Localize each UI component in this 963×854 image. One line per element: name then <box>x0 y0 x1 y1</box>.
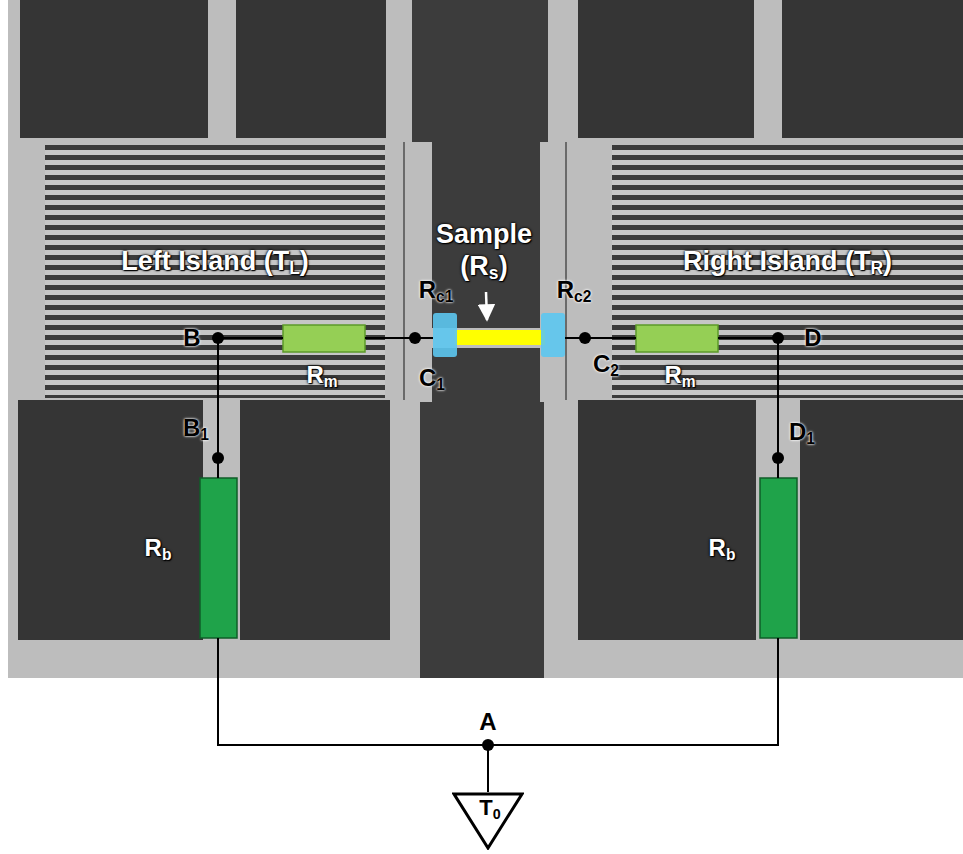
circuit-label: Rb <box>709 534 736 563</box>
circuit-label: D1 <box>789 418 815 447</box>
etch-pit <box>578 400 756 640</box>
island-region: Left Island (TL) <box>45 145 385 398</box>
subscript: 1 <box>806 429 815 446</box>
wire <box>487 745 489 792</box>
junction-dot <box>212 332 224 344</box>
subscript: 0 <box>493 806 501 822</box>
text-run: C <box>593 350 610 377</box>
etch-pit <box>20 0 208 138</box>
circuit-label: B <box>183 324 200 353</box>
sample-wire <box>455 330 545 345</box>
circuit-label: D <box>804 324 821 353</box>
circuit-label: C2 <box>593 350 619 379</box>
subscript: R <box>870 258 883 278</box>
etch-pit <box>420 402 544 678</box>
subscript: b <box>162 545 172 562</box>
junction-dot <box>212 452 224 464</box>
junction-dot <box>772 452 784 464</box>
resistor-symbol <box>636 325 718 352</box>
etch-pit <box>800 400 963 640</box>
subscript: 1 <box>200 425 209 442</box>
resistor-symbol <box>283 325 365 352</box>
text-run: R <box>557 276 574 303</box>
junction-dot <box>579 332 591 344</box>
circuit-label: Rc1 <box>419 276 454 305</box>
etch-pit <box>412 0 548 142</box>
leader-arrow <box>486 292 487 320</box>
circuit-label: Rm <box>306 361 337 390</box>
resistor-symbol <box>200 478 237 638</box>
contact-resistance <box>433 313 457 357</box>
subscript: m <box>324 372 338 389</box>
subscript: c1 <box>436 287 453 304</box>
ground-triangle <box>454 794 522 848</box>
text-run: A <box>479 708 496 735</box>
wire <box>218 638 778 745</box>
wire <box>718 337 778 339</box>
text-run: ) <box>300 246 309 276</box>
etch-pit <box>432 142 540 328</box>
wire <box>365 337 433 339</box>
island-label: Left Island (TL) <box>121 245 309 277</box>
etch-pit <box>18 400 203 640</box>
sample-label: Sample (Rs) <box>424 218 544 283</box>
text-run: Sample (R <box>436 219 532 281</box>
serpentine-island <box>45 145 385 398</box>
subscript: L <box>289 258 300 278</box>
circuit-label: A <box>479 708 496 737</box>
island-label: Right Island (TR) <box>683 245 892 277</box>
circuit-label: B1 <box>183 414 209 443</box>
subscript: s <box>489 263 499 283</box>
contact-resistance <box>541 313 565 357</box>
junction-dot <box>409 332 421 344</box>
text-run: Left Island (T <box>121 246 289 276</box>
text-run: B <box>183 324 200 351</box>
circuit-label: Rm <box>664 361 695 390</box>
junction-dot <box>482 739 494 751</box>
text-run: R <box>664 361 681 388</box>
pad-edge <box>565 142 567 400</box>
text-run: R <box>709 534 726 561</box>
pad-edge <box>403 142 405 400</box>
text-run: R <box>419 276 436 303</box>
island-region: Right Island (TR) <box>612 145 963 398</box>
ground-symbol: T0 <box>452 792 524 850</box>
circuit-label: Rc2 <box>557 276 592 305</box>
etch-pit <box>240 400 390 640</box>
text-run: R <box>145 534 162 561</box>
subscript: m <box>682 372 696 389</box>
circuit-label: C1 <box>419 364 445 393</box>
text-run: ) <box>883 246 892 276</box>
text-run: T <box>479 795 492 820</box>
text-run: Right Island (T <box>683 246 870 276</box>
text-run: D <box>789 418 806 445</box>
circuit-label: Rb <box>145 534 172 563</box>
serpentine-island <box>612 145 963 398</box>
etch-pit <box>578 0 754 138</box>
subscript: b <box>726 545 736 562</box>
text-run: D <box>804 324 821 351</box>
wire <box>565 337 636 339</box>
text-run: R <box>306 361 323 388</box>
text-run: ) <box>499 251 508 281</box>
temperature-label: T0 <box>479 795 500 821</box>
etch-pit <box>236 0 386 138</box>
etch-pit <box>782 0 963 138</box>
junction-dot <box>772 332 784 344</box>
resistor-symbol <box>760 478 797 638</box>
wire <box>218 337 283 339</box>
subscript: 1 <box>436 375 445 392</box>
text-run: B <box>183 414 200 441</box>
text-run: C <box>419 364 436 391</box>
subscript: 2 <box>610 361 619 378</box>
sem-frame <box>8 0 963 678</box>
subscript: c2 <box>574 287 591 304</box>
